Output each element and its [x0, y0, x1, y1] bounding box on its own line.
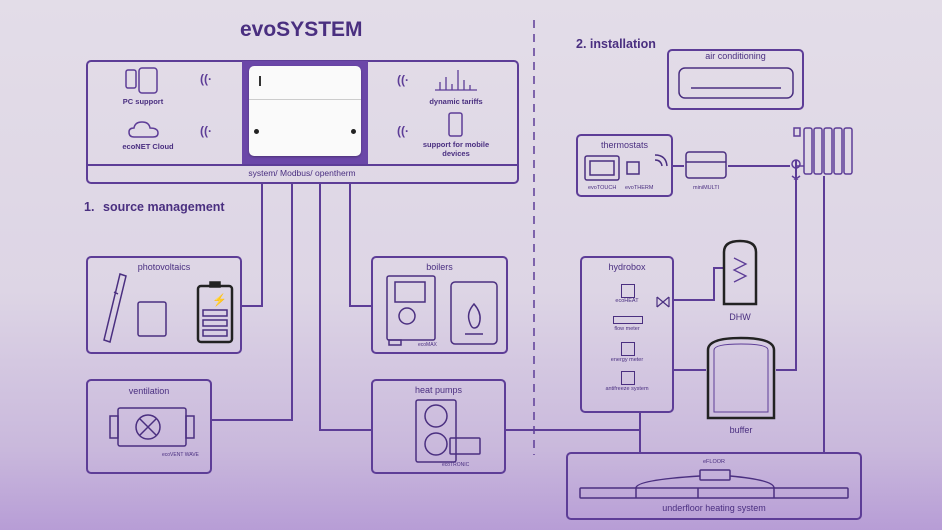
thermostats-label: thermostats [600, 140, 649, 150]
boilers-label: boilers [426, 262, 453, 272]
evotouch-label: evoTOUCH [588, 185, 617, 191]
dhw-label: DHW [729, 312, 751, 322]
minimulti-device-icon [685, 151, 727, 179]
radiator-icon [791, 127, 853, 180]
protocol-bar-label: system/ Modbus/ opentherm [248, 168, 356, 178]
device-seam [249, 99, 361, 100]
page-title: evoSYSTEM [240, 18, 363, 41]
svg-text:⚡: ⚡ [212, 293, 227, 307]
air-conditioning-label: air conditioning [705, 51, 766, 61]
hydrobox-item-ecoheat: ecoHEAT [615, 298, 639, 304]
ventilation-sublabel: ecoVENT WAVE [162, 452, 199, 458]
flow-meter-icon [613, 316, 643, 324]
wifi-icon: ((· [200, 124, 212, 138]
buffer-tank-icon [706, 336, 776, 420]
wifi-icon: ((· [200, 72, 212, 86]
mobile-phone-icon [448, 112, 463, 137]
thermostats-icon [584, 154, 668, 181]
ecoheat-icon [621, 284, 635, 298]
air-conditioner-icon [678, 67, 794, 99]
wifi-icon: ((· [397, 73, 409, 87]
heat-pump-unit-icon [415, 399, 481, 463]
photovoltaics-card [86, 256, 242, 354]
boilers-card [371, 256, 508, 354]
controller-device [249, 66, 361, 156]
protocol-bar-divider [87, 164, 517, 166]
tariff-bars-icon [435, 70, 477, 91]
device-led [259, 76, 261, 86]
ventilation-card [86, 379, 212, 474]
underfloor-piping-icon [579, 469, 849, 499]
device-screw-right [351, 129, 356, 134]
solar-inverter-battery-icon: ⚡ [103, 273, 234, 344]
valve-icon [656, 296, 670, 308]
device-screw-left [254, 129, 259, 134]
cloud-icon [128, 121, 159, 138]
buffer-label: buffer [729, 425, 753, 435]
thermostats-card [576, 134, 673, 197]
heat-pumps-sublabel: ecoTRONIC [442, 462, 470, 468]
dynamic-tariffs-label: dynamic tariffs [429, 97, 483, 106]
pc-support-label: PC support [122, 97, 164, 106]
boilers-sublabel: ecoMAX [418, 342, 437, 348]
section2-label: 2. installation [576, 37, 656, 51]
pc-devices-icon [125, 67, 158, 94]
ventilation-label: ventilation [128, 386, 170, 396]
econet-cloud-label: ecoNET Cloud [122, 142, 174, 151]
heat-pumps-label: heat pumps [414, 385, 463, 395]
heat-pumps-card [371, 379, 506, 474]
minimulti-label: miniMULTI [693, 185, 720, 191]
wifi-icon: ((· [397, 124, 409, 138]
ventilation-unit-icon [109, 407, 195, 447]
dhw-tank-icon [722, 239, 758, 306]
hydrobox-item-antifreeze: antifreeze system [605, 386, 649, 392]
hydrobox-item-energy-meter: energy meter [610, 357, 644, 363]
underfloor-card [566, 452, 862, 520]
hydrobox-item-flow-meter: flow meter [614, 326, 640, 332]
underfloor-sublabel: eFLOOR [702, 459, 725, 465]
section1-label: source management [103, 200, 225, 214]
underfloor-label: underfloor heating system [662, 503, 766, 513]
antifreeze-icon [621, 371, 635, 385]
energy-meter-icon [621, 342, 635, 356]
mobile-support-label: support for mobile devices [422, 140, 490, 158]
air-conditioning-card [667, 49, 804, 110]
hydrobox-label: hydrobox [608, 262, 646, 272]
boilers-icon [386, 275, 498, 346]
section1-number: 1. [84, 200, 95, 214]
hydrobox-card [580, 256, 674, 413]
evotherm-label: evoTHERM [625, 185, 654, 191]
photovoltaics-label: photovoltaics [137, 262, 191, 272]
